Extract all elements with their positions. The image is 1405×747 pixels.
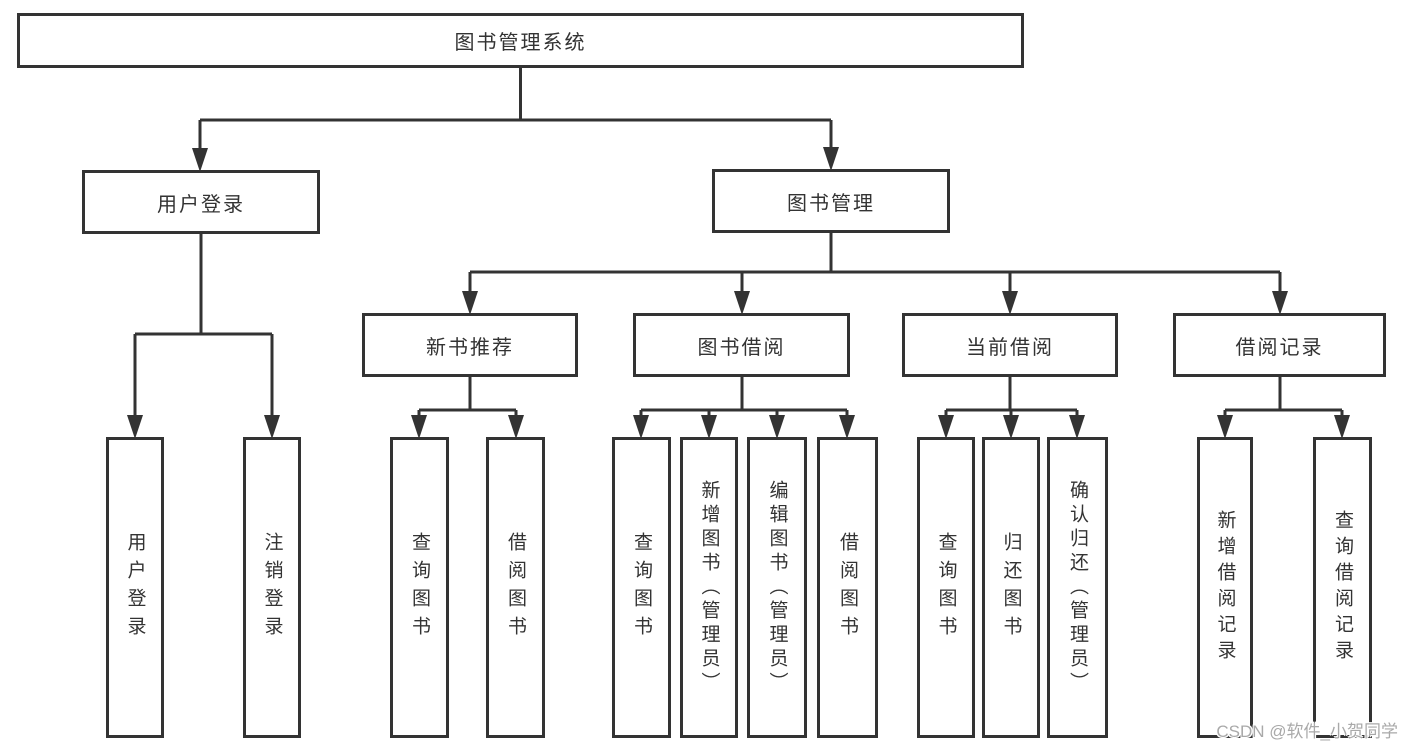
node-ul-login-label: 用户登录 — [124, 531, 146, 644]
node-bb-add: 新增图书（管理员） — [680, 437, 738, 738]
node-nb-query-label: 查询图书 — [409, 531, 430, 644]
node-bb-query: 查询图书 — [612, 437, 671, 738]
node-new-book-rec: 新书推荐 — [362, 313, 578, 377]
node-cb-return: 归还图书 — [982, 437, 1040, 738]
node-cb-query-label: 查询图书 — [935, 531, 957, 644]
node-bb-borrow-label: 借阅图书 — [837, 531, 858, 644]
node-root: 图书管理系统 — [17, 13, 1024, 68]
node-nb-borrow-label: 借阅图书 — [505, 531, 526, 644]
node-borrow-record: 借阅记录 — [1173, 313, 1386, 377]
node-cb-return-label: 归还图书 — [1000, 531, 1022, 644]
node-user-login: 用户登录 — [82, 170, 320, 234]
node-cb-query: 查询图书 — [917, 437, 975, 738]
node-bb-edit-label: 编辑图书（管理员） — [766, 479, 788, 696]
node-cb-confirm: 确认归还（管理员） — [1047, 437, 1108, 738]
node-br-query-label: 查询借阅记录 — [1332, 509, 1353, 666]
node-bb-edit: 编辑图书（管理员） — [747, 437, 807, 738]
node-bb-add-label: 新增图书（管理员） — [698, 479, 720, 696]
node-bb-borrow: 借阅图书 — [817, 437, 878, 738]
node-book-mgmt: 图书管理 — [712, 169, 950, 233]
node-bb-query-label: 查询图书 — [631, 531, 652, 644]
node-br-add-label: 新增借阅记录 — [1214, 509, 1236, 666]
node-cb-confirm-label: 确认归还（管理员） — [1067, 479, 1088, 696]
node-book-borrow: 图书借阅 — [633, 313, 850, 377]
node-current-borrow: 当前借阅 — [902, 313, 1118, 377]
node-ul-login: 用户登录 — [106, 437, 164, 738]
watermark: CSDN @软件_小贺同学 — [1216, 722, 1398, 741]
node-br-add: 新增借阅记录 — [1197, 437, 1253, 738]
node-nb-query: 查询图书 — [390, 437, 449, 738]
node-ul-logout: 注销登录 — [243, 437, 301, 738]
node-br-query: 查询借阅记录 — [1313, 437, 1372, 738]
node-ul-logout-label: 注销登录 — [261, 531, 283, 644]
node-nb-borrow: 借阅图书 — [486, 437, 545, 738]
